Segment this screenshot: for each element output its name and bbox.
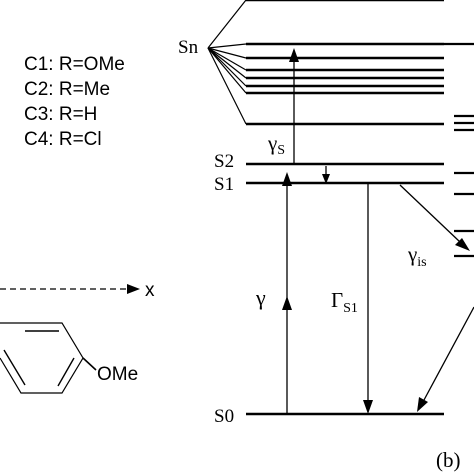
gamma-label: γ [255,285,266,310]
benzene-ring: OMe [0,322,138,394]
triplet-levels [444,42,474,258]
panel-label: (b) [436,448,461,472]
sn-fan-line [207,43,247,49]
s2-label: S2 [214,151,234,172]
gamma-s-arrowhead [289,48,299,62]
molecular-axis: x [0,280,155,301]
intersystem-crossing-arrow: γis [399,184,470,270]
decay-arrowhead [363,400,373,414]
legend-item-c3: C3: R=H [24,104,97,125]
gamma-s-label: γS [267,131,285,158]
gamma-arrowhead-mid [282,296,292,310]
sn-fan-line [207,47,247,59]
sn-fan-line [207,47,247,79]
ring-inner-bond-left [3,349,26,386]
triplet-decay-arrow [417,306,474,412]
decay-label: ΓS1 [331,288,358,316]
decay-arrow-s1-s0: ΓS1 [331,184,373,414]
substituent-bond [82,357,97,371]
legend-item-c1: C1: R=OMe [24,54,125,75]
ring-outline [0,322,84,394]
sn-manifold: Sn [178,0,444,126]
substituent-legend: C1: R=OMe C2: R=Me C3: R=H C4: R=Cl [24,54,125,150]
sn-fan-line [207,0,247,49]
isc-label: γis [407,242,427,270]
sn-fan-line [207,47,247,94]
sn-fan-line [207,47,247,125]
sn-fan-line [207,47,247,71]
ring-inner-bond-right [57,357,75,387]
axis-arrowhead [127,284,140,294]
sn-fan-line [207,47,247,87]
s0-label: S0 [214,406,234,427]
internal-conversion-arrow [322,166,330,184]
isc-arrow-line [399,184,461,243]
triplet-decay-line [423,306,474,401]
singlet-levels: S2 S1 S0 [214,151,444,427]
triplet-decay-arrowhead [417,397,428,412]
gamma-arrowhead-top [282,172,292,186]
s1-label: S1 [214,174,234,195]
isc-arrowhead [455,238,470,251]
axis-label: x [145,280,155,301]
excitation-arrow-s1-sn: γS [267,48,299,164]
ic-arrowhead [322,174,330,184]
excitation-arrow-s0-s1: γ [255,172,292,414]
legend-item-c4: C4: R=Cl [24,129,102,150]
sn-label: Sn [178,37,199,58]
legend-item-c2: C2: R=Me [24,79,110,100]
substituent-label: OMe [97,364,138,385]
